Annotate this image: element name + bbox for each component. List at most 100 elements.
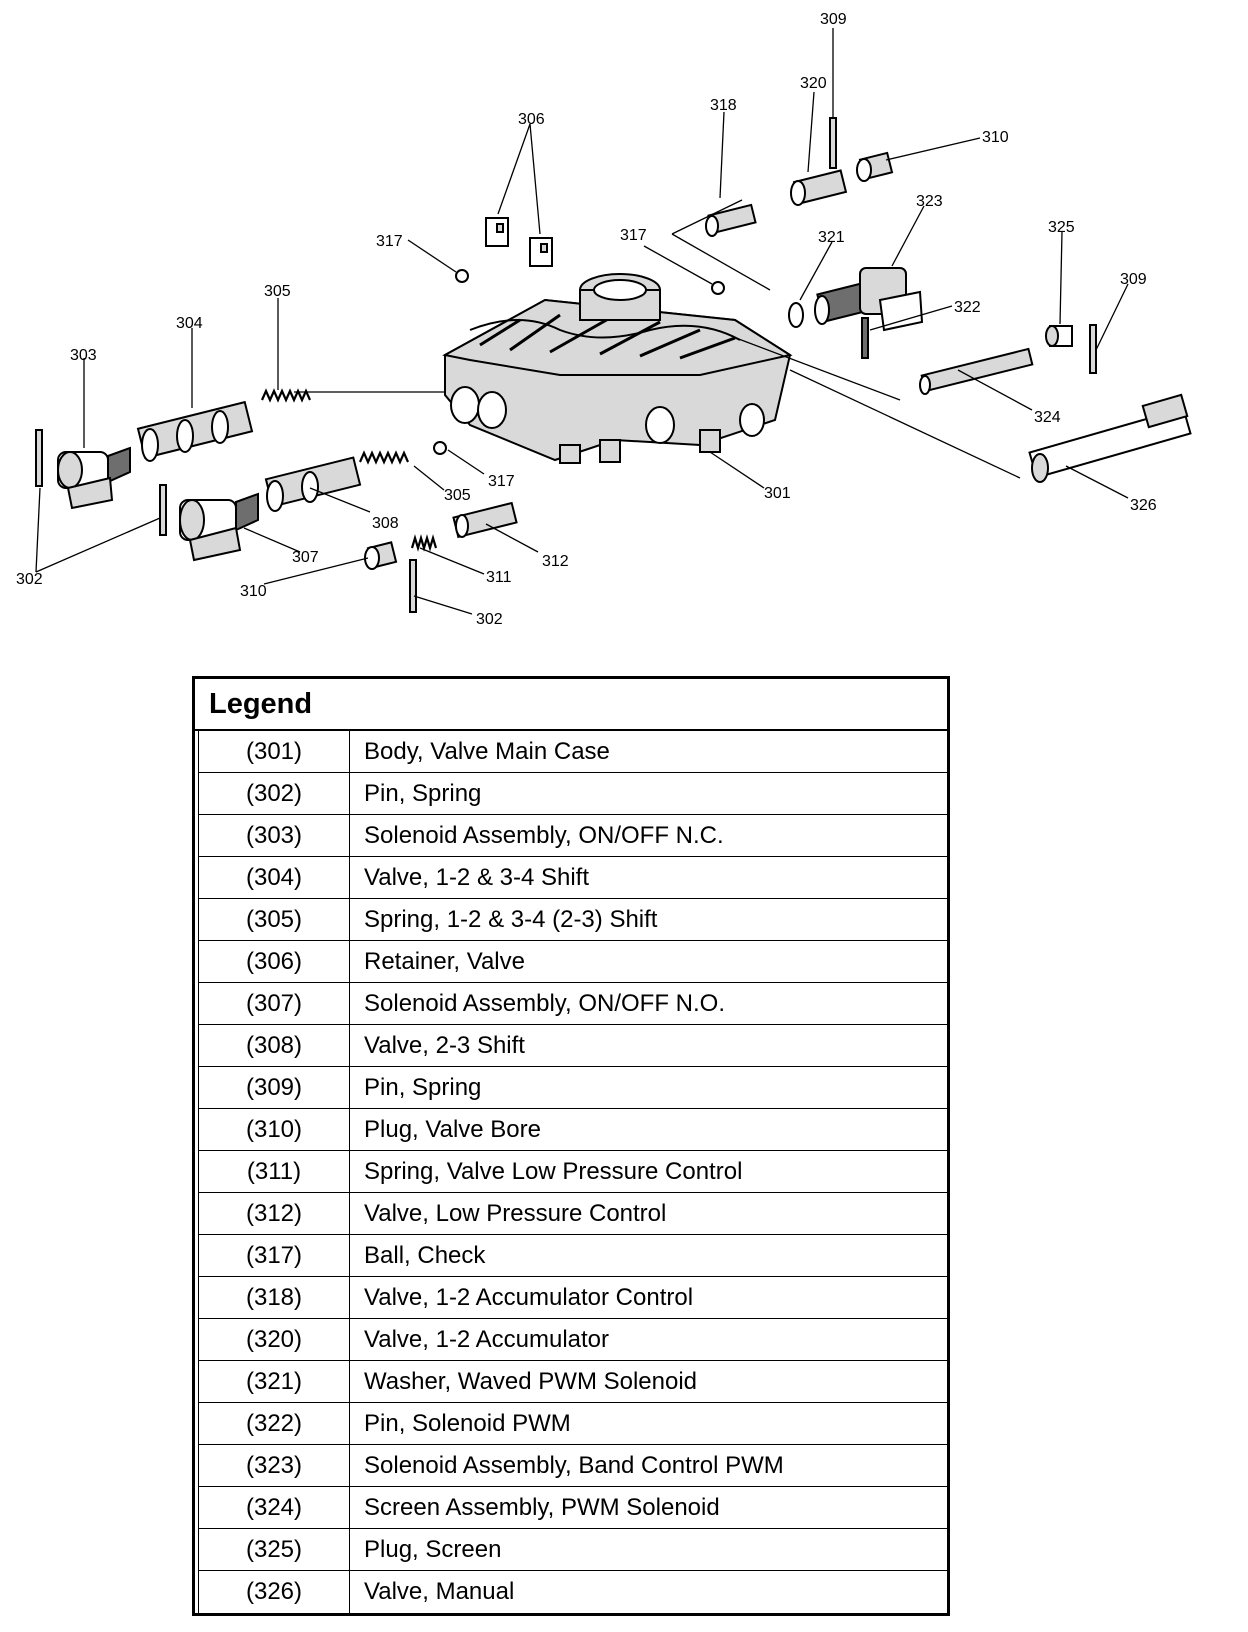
callout-320: 320	[800, 75, 827, 92]
legend-description: Solenoid Assembly, ON/OFF N.C.	[364, 822, 724, 849]
legend-row: (323)Solenoid Assembly, Band Control PWM	[198, 1445, 947, 1487]
legend-row: (322)Pin, Solenoid PWM	[198, 1403, 947, 1445]
legend-row: (306) Retainer, Valve	[198, 941, 947, 983]
legend-description: Valve, 1-2 Accumulator	[364, 1326, 610, 1353]
legend-row: (310) Plug, Valve Bore	[198, 1109, 947, 1151]
callout-317-left: 317	[376, 233, 403, 250]
spring-311	[410, 534, 438, 552]
callout-306: 306	[518, 111, 545, 128]
legend-code: (317)	[199, 1235, 350, 1276]
legend-row: (311) Spring, Valve Low Pressure Control	[198, 1151, 947, 1193]
legend-description: Solenoid Assembly, Band Control PWM	[364, 1452, 784, 1479]
callout-302-left: 302	[16, 571, 43, 588]
callout-317-bottom: 317	[488, 473, 515, 490]
legend-rows: (301)Body, Valve Main Case(302) Pin, Spri…	[195, 731, 947, 1613]
washer-321	[788, 302, 804, 328]
retainer-306-b	[529, 237, 553, 267]
legend-description: Valve, 1-2 Accumulator Control	[364, 1284, 694, 1311]
pin-302-left	[35, 429, 43, 487]
valve-main-case-body	[442, 273, 793, 464]
callout-302-bottom: 302	[476, 611, 503, 628]
legend-description: Pin, Spring	[364, 780, 482, 807]
leader-lines	[35, 28, 1129, 615]
callout-labels: 309 320 318 310 306 323 317 317 321 325 …	[16, 11, 1157, 628]
callout-309-right: 309	[1120, 271, 1147, 288]
legend-description: Body, Valve Main Case	[364, 738, 610, 765]
legend-row: (317) Ball, Check	[198, 1235, 947, 1277]
legend-description: Spring, 1-2 & 3-4 (2-3) Shift	[364, 906, 658, 933]
legend-description: Pin, Spring	[364, 1074, 482, 1101]
callout-309-top: 309	[820, 11, 847, 28]
solenoid-323	[814, 267, 924, 332]
legend-description: Ball, Check	[364, 1242, 486, 1269]
legend-code: (320)	[199, 1319, 350, 1360]
callout-312: 312	[542, 553, 569, 570]
callout-325: 325	[1048, 219, 1075, 236]
legend-code: (305)	[199, 899, 350, 940]
pin-309-top	[829, 117, 837, 169]
callout-307: 307	[292, 549, 319, 566]
valve-320	[790, 169, 848, 206]
legend-row: (304) Valve, 1-2 & 3-4 Shift	[198, 857, 947, 899]
legend-row: (324)Screen Assembly, PWM Solenoid	[198, 1487, 947, 1529]
callout-326: 326	[1130, 497, 1157, 514]
retainer-306-a	[485, 217, 509, 247]
legend-code: (325)	[199, 1529, 350, 1570]
legend-code: (318)	[199, 1277, 350, 1318]
callout-310-bottom: 310	[240, 583, 267, 600]
legend-code: (312)	[199, 1193, 350, 1234]
legend-code: (311)	[199, 1151, 350, 1192]
legend-row: (320) Valve, 1-2 Accumulator	[198, 1319, 947, 1361]
legend-code: (326)	[199, 1571, 350, 1613]
legend-code: (310)	[199, 1109, 350, 1150]
legend-row: (321)Washer, Waved PWM Solenoid	[198, 1361, 947, 1403]
legend-description: Valve, Manual	[364, 1578, 515, 1605]
solenoid-307	[179, 492, 259, 562]
legend-code: (309)	[199, 1067, 350, 1108]
plug-310-upper	[856, 151, 894, 182]
spring-305-upper	[260, 388, 312, 403]
callout-310-top: 310	[982, 129, 1009, 146]
legend-row: (326) Valve, Manual	[198, 1571, 947, 1613]
check-ball-317-a	[455, 269, 469, 283]
exploded-parts-diagram: 309 320 318 310 306 323 317 317 321 325 …	[16, 11, 1192, 628]
pin-322	[861, 317, 869, 359]
callout-305-bottom: 305	[444, 487, 471, 504]
callout-318: 318	[710, 97, 737, 114]
legend-row: (303)Solenoid Assembly, ON/OFF N.C.	[198, 815, 947, 857]
callout-321: 321	[818, 229, 845, 246]
plug-310-lower	[364, 541, 398, 570]
legend-code: (322)	[199, 1403, 350, 1444]
legend-description: Spring, Valve Low Pressure Control	[364, 1158, 743, 1185]
legend-code: (302)	[199, 773, 350, 814]
legend-title: Legend	[195, 679, 947, 731]
valve-312	[452, 501, 518, 539]
plug-325	[1045, 325, 1073, 347]
callout-305-top: 305	[264, 283, 291, 300]
callout-323: 323	[916, 193, 943, 210]
legend-description: Retainer, Valve	[364, 948, 525, 975]
check-ball-317-c	[433, 441, 447, 455]
legend-code: (324)	[199, 1487, 350, 1528]
legend-code: (306)	[199, 941, 350, 982]
callout-303: 303	[70, 347, 97, 364]
legend-row: (318) Valve, 1-2 Accumulator Control	[198, 1277, 947, 1319]
legend-row: (307)Solenoid Assembly, ON/OFF N.O.	[198, 983, 947, 1025]
pin-309-right	[1089, 324, 1097, 374]
legend-row: (301)Body, Valve Main Case	[198, 731, 947, 773]
legend-table: Legend (301)Body, Valve Main Case(302) Pi…	[192, 676, 950, 1616]
callout-308: 308	[372, 515, 399, 532]
legend-code: (304)	[199, 857, 350, 898]
legend-description: Plug, Valve Bore	[364, 1116, 541, 1143]
legend-description: Valve, 2-3 Shift	[364, 1032, 525, 1059]
callout-324: 324	[1034, 409, 1061, 426]
manual-valve-326	[1028, 393, 1192, 483]
spring-305-lower	[358, 450, 410, 465]
legend-description: Valve, Low Pressure Control	[364, 1200, 667, 1227]
check-ball-317-b	[711, 281, 725, 295]
callout-311: 311	[486, 569, 512, 586]
legend-description: Plug, Screen	[364, 1536, 502, 1563]
callout-304: 304	[176, 315, 203, 332]
legend-code: (321)	[199, 1361, 350, 1402]
legend-description: Valve, 1-2 & 3-4 Shift	[364, 864, 589, 891]
